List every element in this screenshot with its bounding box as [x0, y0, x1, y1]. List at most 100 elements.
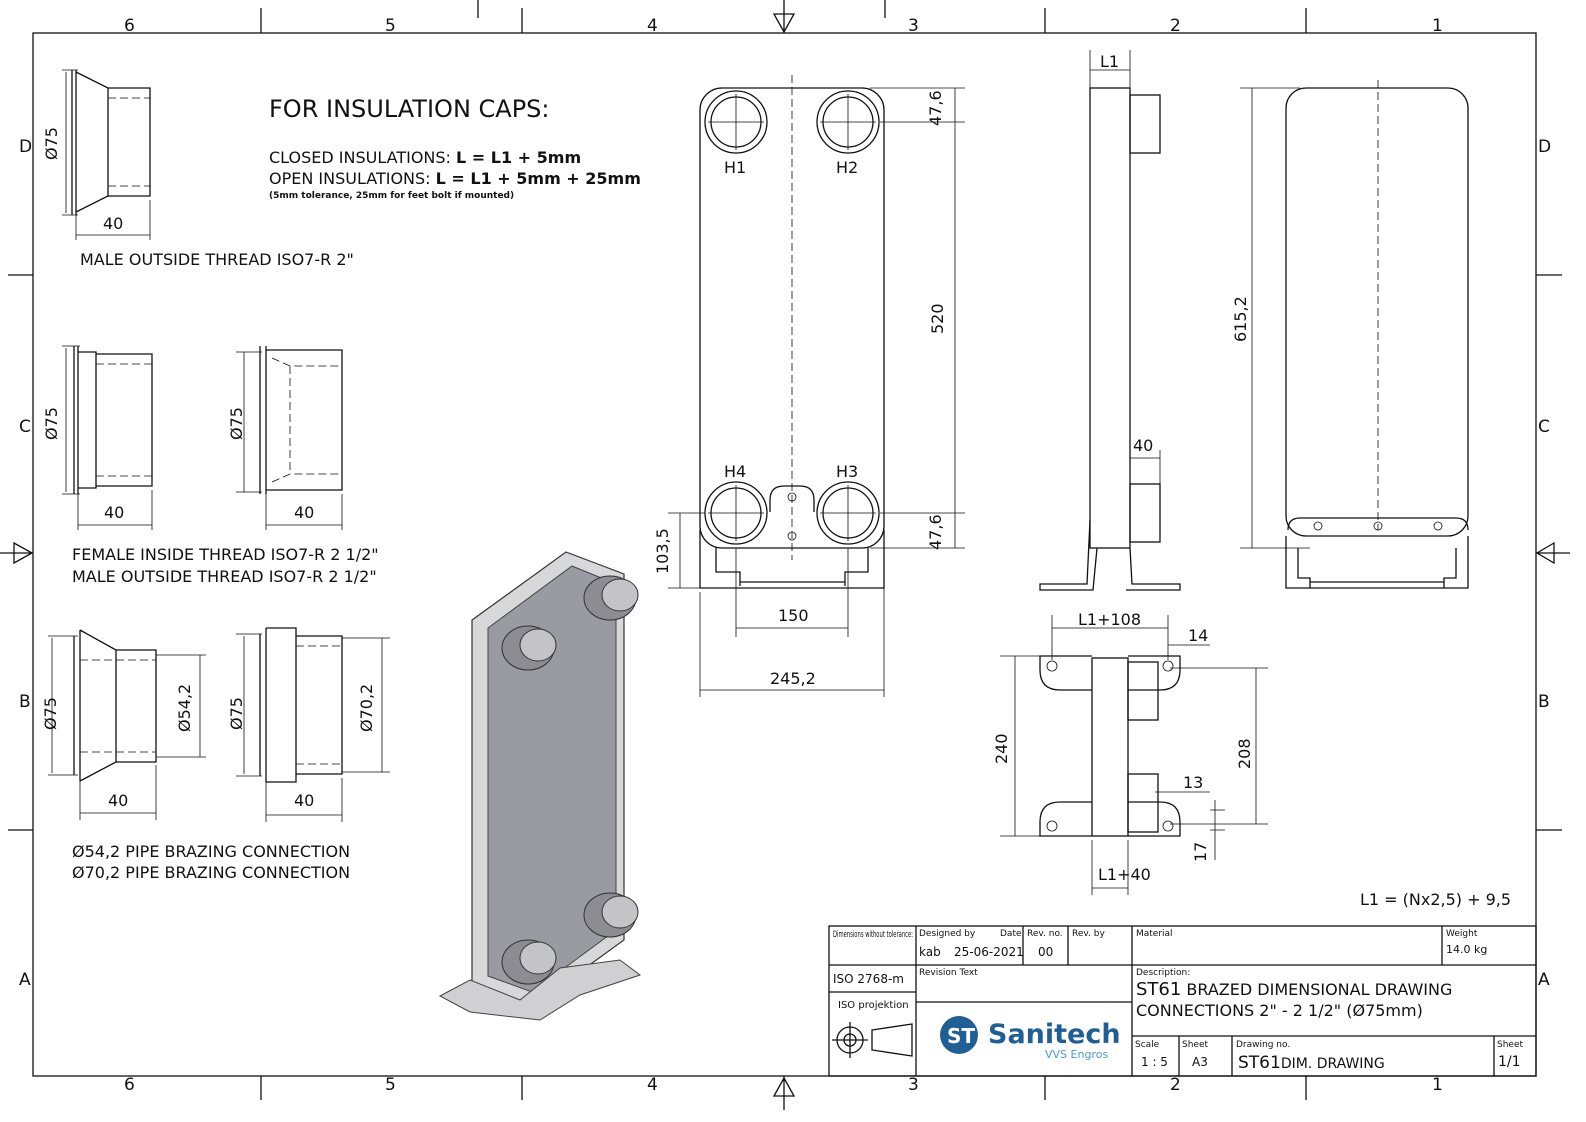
zone-marks: [0, 0, 1570, 1110]
svg-text:3: 3: [908, 16, 919, 36]
bottom-view: L1+108 14 240 208 13 17 L1+40: [992, 610, 1268, 895]
svg-text:2: 2: [1170, 16, 1181, 36]
svg-text:Ø75: Ø75: [42, 407, 61, 440]
svg-text:17: 17: [1191, 842, 1210, 862]
svg-text:B: B: [1538, 692, 1550, 712]
svg-text:Ø54,2 PIPE BRAZING CONNECTION: Ø54,2 PIPE BRAZING CONNECTION: [72, 842, 350, 861]
svg-text:ISO 2768-m: ISO 2768-m: [833, 972, 904, 986]
svg-text:CONNECTIONS 2" - 2 1/2" (Ø75mm: CONNECTIONS 2" - 2 1/2" (Ø75mm): [1136, 1001, 1423, 1020]
svg-text:1 : 5: 1 : 5: [1141, 1055, 1168, 1069]
svg-text:40: 40: [294, 791, 314, 810]
svg-text:H2: H2: [836, 158, 858, 177]
svg-text:Material: Material: [1136, 929, 1173, 939]
svg-text:5: 5: [385, 16, 396, 36]
svg-text:Date: Date: [1000, 929, 1022, 939]
svg-text:4: 4: [647, 1075, 658, 1095]
svg-text:47,6: 47,6: [926, 90, 945, 126]
svg-text:40: 40: [103, 214, 123, 233]
svg-text:Revision Text: Revision Text: [919, 968, 978, 978]
svg-text:40: 40: [1133, 436, 1153, 455]
svg-text:L1+40: L1+40: [1098, 865, 1151, 884]
svg-text:103,5: 103,5: [653, 528, 672, 574]
svg-text:L1: L1: [1100, 52, 1119, 71]
svg-text:6: 6: [124, 16, 135, 36]
svg-text:520: 520: [928, 303, 947, 334]
svg-text:D: D: [1538, 137, 1551, 157]
svg-text:A: A: [19, 970, 31, 990]
svg-text:Ø75: Ø75: [42, 127, 61, 160]
svg-text:MALE OUTSIDE THREAD ISO7-R 2": MALE OUTSIDE THREAD ISO7-R 2": [80, 250, 354, 269]
svg-text:Ø75: Ø75: [227, 407, 246, 440]
insulation-notes: FOR INSULATION CAPS: CLOSED INSULATIONS:…: [269, 95, 641, 201]
svg-text:14.0 kg: 14.0 kg: [1446, 943, 1487, 956]
svg-text:Rev. by: Rev. by: [1072, 929, 1105, 939]
svg-text:ST61 BRAZED DIMENSIONAL DRAWIN: ST61 BRAZED DIMENSIONAL DRAWING: [1136, 979, 1452, 1000]
front-view: H1 H2 H4 H3 47,6 520 47,6 103,5 150 245,…: [653, 75, 965, 697]
svg-text:Description:: Description:: [1136, 968, 1190, 978]
svg-text:kab: kab: [919, 945, 941, 959]
svg-text:Drawing no.: Drawing no.: [1236, 1040, 1290, 1050]
svg-text:H3: H3: [836, 462, 858, 481]
svg-text:MALE OUTSIDE THREAD ISO7-R 2 1: MALE OUTSIDE THREAD ISO7-R 2 1/2": [72, 567, 377, 586]
svg-text:Scale: Scale: [1135, 1040, 1160, 1050]
svg-text:1: 1: [1432, 16, 1443, 36]
svg-text:240: 240: [992, 733, 1011, 764]
svg-text:00: 00: [1038, 945, 1053, 959]
svg-text:Ø54,2: Ø54,2: [175, 684, 194, 732]
svg-text:Ø75: Ø75: [41, 697, 60, 730]
svg-text:40: 40: [108, 791, 128, 810]
title-block: Dimensions without tolerance: ISO 2768-m…: [828, 925, 1537, 1077]
svg-text:47,6: 47,6: [926, 514, 945, 550]
svg-text:5: 5: [385, 1075, 396, 1095]
svg-text:Designed by: Designed by: [919, 929, 976, 939]
fitting-male-2in: Ø75 40 MALE OUTSIDE THREAD ISO7-R 2": [42, 69, 354, 269]
svg-text:ST61DIM. DRAWING: ST61DIM. DRAWING: [1238, 1053, 1385, 1073]
svg-text:(5mm tolerance, 25mm for feet: (5mm tolerance, 25mm for feet bolt if mo…: [269, 191, 514, 201]
svg-text:Sheet: Sheet: [1182, 1040, 1208, 1050]
isometric-heat-exchanger: [438, 551, 642, 1021]
svg-text:C: C: [1538, 417, 1550, 437]
svg-text:1/1: 1/1: [1498, 1054, 1521, 1070]
svg-text:14: 14: [1188, 626, 1208, 645]
sanitech-logo: ST Sanitech VVS Engros: [940, 1016, 1121, 1061]
side-view: L1 40: [1039, 50, 1181, 591]
svg-text:150: 150: [778, 606, 809, 625]
svg-text:FOR INSULATION CAPS:: FOR INSULATION CAPS:: [269, 95, 550, 123]
svg-text:25-06-2021: 25-06-2021: [954, 945, 1024, 959]
fitting-female-male-2-5in: Ø75 40 Ø75 40 FEMALE INSIDE THREAD ISO7-…: [42, 345, 379, 586]
svg-text:D: D: [19, 137, 32, 157]
svg-text:1: 1: [1432, 1075, 1443, 1095]
svg-text:H4: H4: [724, 462, 746, 481]
rear-view: 615,2: [1231, 80, 1469, 589]
svg-text:Weight: Weight: [1446, 929, 1478, 939]
fitting-brazing: Ø75 Ø54,2 40 Ø75 Ø70,2 40 Ø54,2 PIPE BRA…: [41, 627, 390, 882]
svg-text:FEMALE INSIDE THREAD ISO7-R 2: FEMALE INSIDE THREAD ISO7-R 2 1/2": [72, 545, 379, 564]
svg-text:40: 40: [294, 503, 314, 522]
projection-symbol-icon: [832, 1022, 913, 1058]
svg-text:CLOSED INSULATIONS: L = L1 + 5: CLOSED INSULATIONS: L = L1 + 5mm: [269, 148, 581, 167]
svg-text:OPEN INSULATIONS: L = L1 + 5mm: OPEN INSULATIONS: L = L1 + 5mm + 25mm: [269, 169, 641, 188]
svg-text:2: 2: [1170, 1075, 1181, 1095]
svg-text:Sanitech: Sanitech: [988, 1019, 1121, 1050]
svg-text:Ø70,2 PIPE BRAZING CONNECTION: Ø70,2 PIPE BRAZING CONNECTION: [72, 863, 350, 882]
svg-text:208: 208: [1235, 738, 1254, 769]
svg-text:4: 4: [647, 16, 658, 36]
svg-text:L1+108: L1+108: [1078, 610, 1141, 629]
svg-text:Ø70,2: Ø70,2: [357, 684, 376, 732]
svg-text:C: C: [19, 417, 31, 437]
svg-text:Dimensions without tolerance:: Dimensions without tolerance:: [833, 930, 913, 940]
svg-text:ST: ST: [947, 1024, 975, 1048]
svg-text:6: 6: [124, 1075, 135, 1095]
svg-text:40: 40: [104, 503, 124, 522]
svg-text:245,2: 245,2: [770, 669, 816, 688]
svg-text:A: A: [1538, 970, 1550, 990]
svg-text:A3: A3: [1192, 1055, 1208, 1069]
svg-text:13: 13: [1183, 773, 1203, 792]
svg-text:VVS Engros: VVS Engros: [1045, 1048, 1108, 1061]
svg-text:ISO projektion: ISO projektion: [838, 1000, 909, 1011]
l1-formula: L1 = (Nx2,5) + 9,5: [1360, 890, 1511, 909]
svg-text:H1: H1: [724, 158, 746, 177]
svg-text:Ø75: Ø75: [227, 697, 246, 730]
